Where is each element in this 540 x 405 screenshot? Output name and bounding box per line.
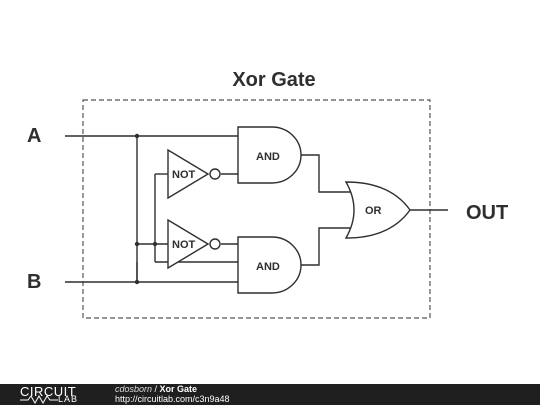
wires (65, 135, 448, 283)
circuit-name[interactable]: Xor Gate (159, 384, 198, 394)
not-gate-bottom-label: NOT (172, 239, 196, 251)
circuit-info: cdosborn / Xor Gate http://circuitlab.co… (115, 384, 230, 404)
subcircuit-boundary (82, 99, 431, 319)
breadcrumb-separator: / (152, 384, 160, 394)
xor-schematic: Xor Gate A B OUT (27, 69, 508, 319)
and-gate-top: AND (237, 126, 302, 184)
or-gate-label: OR (365, 205, 382, 217)
and-gate-bottom-label: AND (256, 261, 280, 273)
circuit-url[interactable]: http://circuitlab.com/c3n9a48 (115, 394, 230, 404)
input-label-b: B (27, 271, 41, 293)
and-gate-bottom: AND (237, 236, 302, 294)
junction-a (134, 133, 140, 139)
junction-b (134, 279, 140, 285)
author-name[interactable]: cdosborn (115, 384, 153, 394)
logo-bottom-text: LAB (58, 394, 79, 404)
junction-b-bus (152, 241, 158, 247)
diagram-title: Xor Gate (232, 69, 315, 91)
not-gate-top: NOT (167, 148, 221, 200)
junction-a-not (134, 241, 140, 247)
output-label: OUT (466, 202, 508, 224)
input-label-a: A (27, 125, 41, 147)
or-gate: OR (344, 181, 411, 239)
circuitlab-logo[interactable]: CIRCUIT LAB (20, 384, 98, 404)
not-gate-bottom: NOT (167, 218, 221, 270)
logo-top-text: CIRCUIT (20, 384, 77, 399)
and-gate-top-label: AND (256, 151, 280, 163)
footer-bar: CIRCUIT LAB cdosborn / Xor Gate http://c… (0, 384, 540, 405)
not-gate-top-label: NOT (172, 169, 196, 181)
resistor-wave-icon (20, 395, 58, 404)
